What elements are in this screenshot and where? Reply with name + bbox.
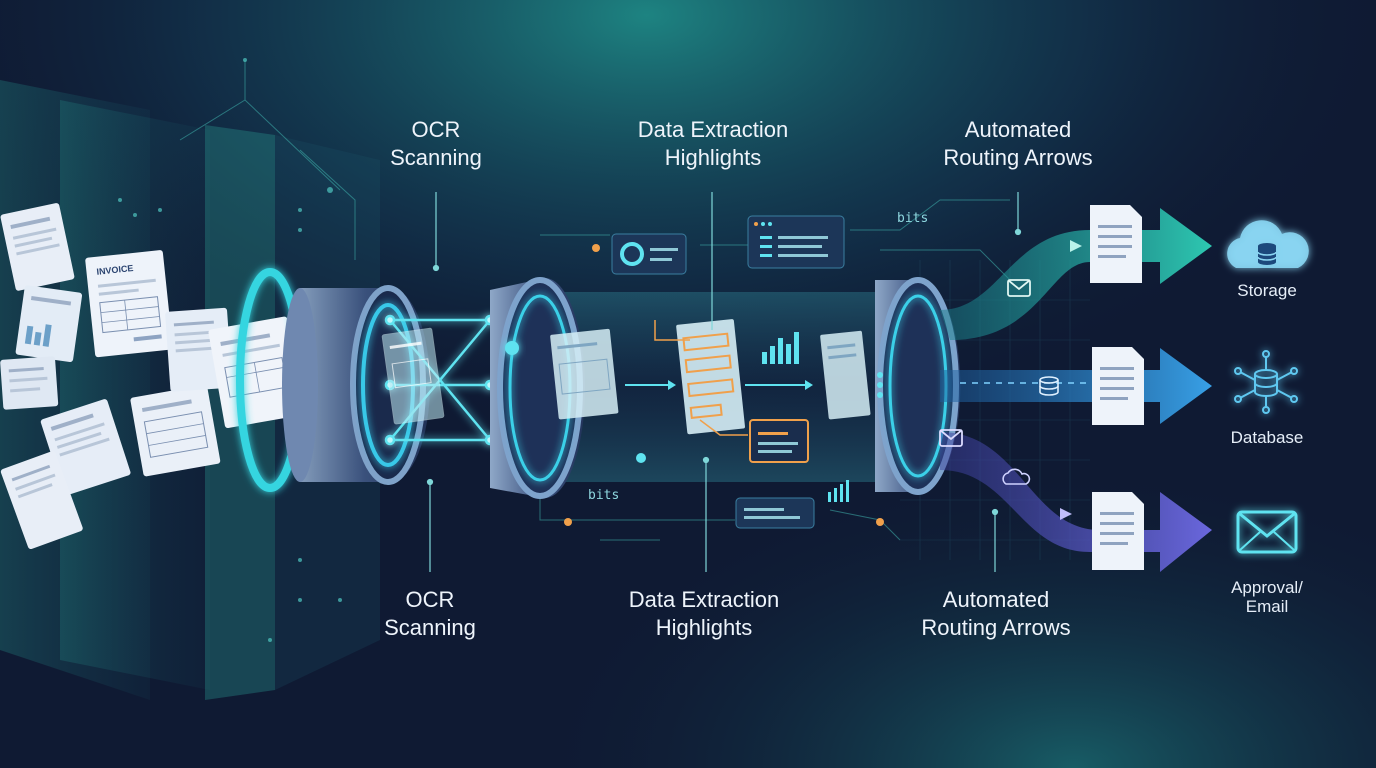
bar-chart-icon [762,332,799,364]
label-line: Scanning [390,145,482,170]
envelope-icon [1007,279,1031,297]
destination-storage: Storage [1237,281,1297,300]
routed-documents [939,205,1144,570]
label-line: Routing Arrows [921,615,1071,640]
label-line: Automated [964,117,1072,142]
label-line: Data Extraction [637,117,789,142]
label-data-extraction-bottom: Data Extraction Highlights [629,586,779,642]
destination-label: Storage [1237,281,1297,300]
database-network-icon [1234,350,1298,414]
label-line: Highlights [655,615,753,640]
document-icon [1092,492,1144,570]
label-line: OCR [411,117,461,142]
label-line: Highlights [664,145,762,170]
document-icon [1092,347,1144,425]
label-data-extraction-top: Data Extraction Highlights [638,116,788,172]
cloud-icon [1002,468,1031,485]
envelope-icon [1236,510,1298,554]
database-icon [1039,376,1059,396]
label-routing-bottom: Automated Routing Arrows [921,586,1070,642]
tube-documents [550,319,871,463]
label-line: Routing Arrows [943,145,1093,170]
label-line: Scanning [384,615,476,640]
document-icon [1090,205,1142,283]
bits-label-top: bits [897,211,929,226]
destination-label: Database [1230,428,1304,447]
circuit-lines [179,60,1011,541]
floating-cards [564,215,884,529]
donut-chart-icon [620,242,644,266]
bits-label-bottom: bits [588,488,620,503]
scanned-document-icon [381,327,445,425]
destination-label: Approval/ [1231,578,1303,597]
label-routing-top: Automated Routing Arrows [943,116,1092,172]
callout-lines [426,192,1022,572]
label-line: Automated [942,587,1050,612]
bar-chart-icon [828,480,849,502]
incoming-documents: INVOICE [0,203,304,550]
destination-database: Database [1231,428,1304,447]
destination-label: Email [1245,597,1289,616]
label-line: OCR [405,587,455,612]
invoice-tag: INVOICE [96,263,134,277]
label-ocr-scanning-bottom: OCR Scanning [384,586,476,642]
label-line: Data Extraction [628,587,780,612]
storage-cloud-icon [1227,220,1309,268]
destination-approval-email: Approval/ Email [1231,578,1303,616]
label-ocr-scanning-top: OCR Scanning [390,116,482,172]
highlight-box [749,419,809,463]
circuit-dots [118,58,342,642]
envelope-icon [939,429,963,447]
